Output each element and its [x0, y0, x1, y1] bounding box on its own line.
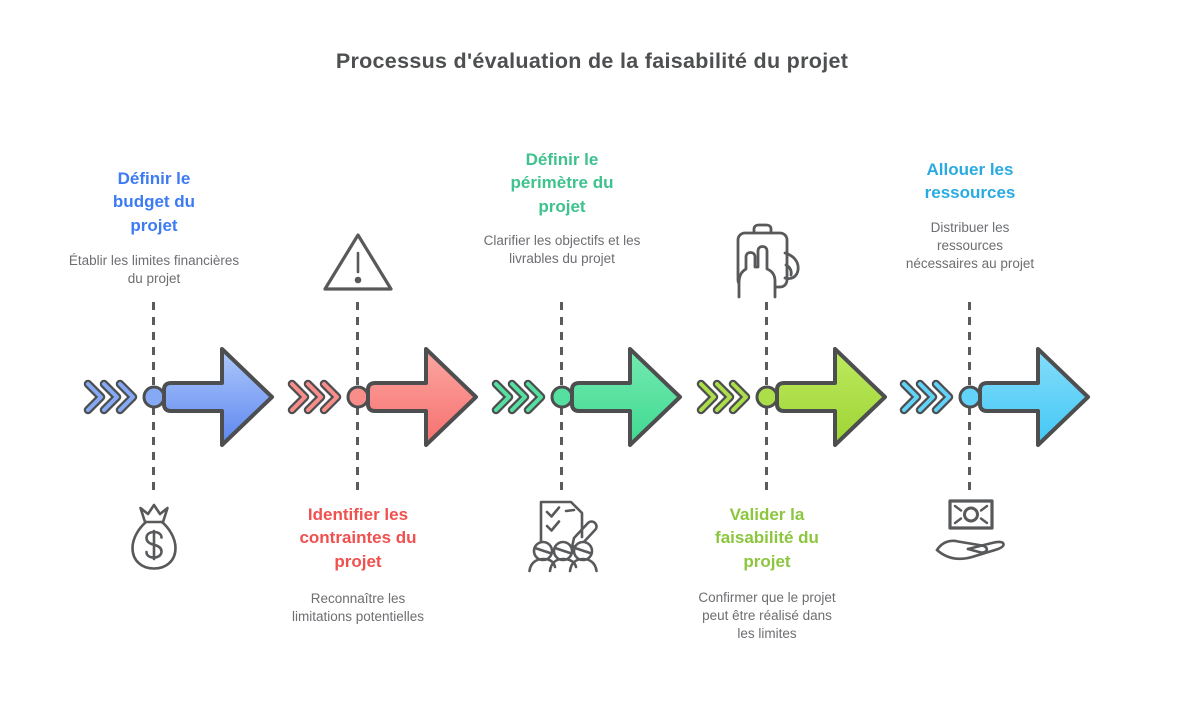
chevrons-icon [287, 379, 342, 415]
step-description: Reconnaître les limitations potentielles [291, 591, 425, 625]
step-title: Valider la faisabilité du projet [715, 505, 819, 571]
chevrons-icon [696, 379, 751, 415]
team-checklist-icon [524, 497, 602, 573]
timeline-dot [755, 385, 779, 409]
progress-arrow [287, 347, 478, 447]
timeline-dot [346, 385, 370, 409]
money-bag-icon [124, 497, 184, 575]
step-title: Définir le périmètre du projet [510, 150, 614, 216]
step-description: Établir les limites financières du proje… [68, 253, 240, 287]
resources-hand-icon [930, 496, 1010, 568]
clipboard-hand-icon [725, 221, 809, 303]
arrow-icon [978, 347, 1090, 447]
step-title: Définir le budget du projet [112, 169, 196, 235]
dashed-connector [968, 302, 971, 496]
dashed-connector [560, 302, 563, 496]
progress-arrow [696, 347, 887, 447]
step-description: Confirmer que le projet peut être réalis… [698, 590, 836, 642]
chevrons-icon [491, 379, 546, 415]
progress-arrow [83, 347, 274, 447]
dashed-connector [152, 302, 155, 496]
step-description: Distribuer les ressources nécessaires au… [905, 220, 1035, 272]
step-description: Clarifier les objectifs et les livrables… [483, 233, 641, 267]
dashed-connector [356, 302, 359, 496]
progress-arrow [899, 347, 1090, 447]
chevrons-icon [899, 379, 954, 415]
chevrons-icon [83, 379, 138, 415]
step-title: Allouer les ressources [924, 160, 1016, 203]
arrow-icon [162, 347, 274, 447]
timeline-dot [958, 385, 982, 409]
dashed-connector [765, 302, 768, 496]
step-title: Identifier les contraintes du projet [299, 505, 417, 571]
arrow-icon [570, 347, 682, 447]
warning-triangle-icon [320, 227, 396, 297]
timeline-dot [550, 385, 574, 409]
arrow-icon [775, 347, 887, 447]
progress-arrow [491, 347, 682, 447]
page-title: Processus d'évaluation de la faisabilité… [335, 49, 849, 73]
arrow-icon [366, 347, 478, 447]
timeline-dot [142, 385, 166, 409]
